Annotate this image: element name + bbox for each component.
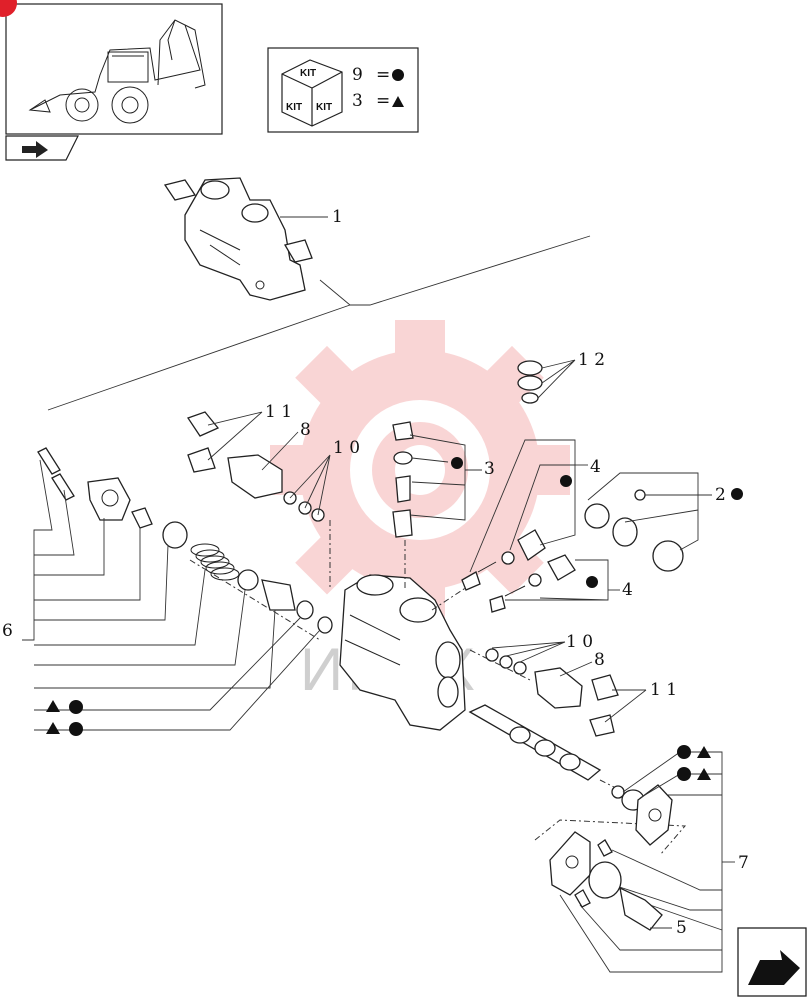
kit-row-1-equals: = (376, 65, 390, 85)
check-valve-parts-4-middle (489, 554, 576, 613)
section-pointer (47, 235, 591, 411)
leader-12 (537, 359, 576, 399)
circle-symbol-icon (392, 69, 404, 81)
leader-11-mid (604, 689, 647, 723)
callout-6: 6 (2, 621, 13, 641)
next-page-arrow-icon[interactable] (737, 927, 807, 997)
leader-7-bracket (559, 751, 735, 973)
callout-5: 5 (676, 918, 687, 938)
callout-10-mid: 1 0 (566, 632, 593, 652)
notification-badge (0, 0, 17, 17)
leader-4-upper (469, 439, 576, 573)
leader-3 (409, 434, 466, 521)
callout-3: 3 (484, 459, 495, 479)
callout-4-mid: 4 (622, 580, 633, 600)
kit-marker-4-upper (560, 475, 572, 487)
o-rings-12 (517, 360, 543, 404)
kit-row-2-equals: = (376, 91, 390, 111)
leader-6-bracket (22, 459, 321, 731)
triangle-symbol-icon (392, 96, 404, 107)
callout-12: 1 2 (578, 350, 605, 370)
kit-marker-7a (677, 745, 711, 759)
o-rings-2 (584, 489, 684, 572)
leader-2 (587, 472, 712, 551)
kit-word-top: KIT (300, 68, 316, 79)
valve-assembly-drawing (163, 177, 313, 301)
callout-11-mid: 1 1 (650, 680, 677, 700)
kit-word-right: KIT (316, 102, 332, 113)
kit-row-2-number: 3 (352, 91, 363, 111)
leader-10-mid (491, 641, 566, 663)
leader-8-mid (559, 661, 593, 677)
callout-10-top: 1 0 (333, 438, 360, 458)
spool-drawing (468, 704, 602, 781)
callout-11-top: 1 1 (265, 402, 292, 422)
leader-8-top (261, 431, 299, 471)
check-valve-parts-4-upper (461, 529, 546, 591)
kit-marker-7b (677, 767, 711, 781)
callout-4-top: 4 (590, 457, 601, 477)
machine-thumbnail[interactable] (5, 3, 223, 135)
leader-10-top (289, 454, 331, 516)
kit-marker-6b (46, 722, 83, 736)
left-parts (37, 447, 333, 634)
end-plate-drawing (549, 831, 663, 931)
callout-1: 1 (332, 207, 343, 227)
kit-box-icon: KIT KIT KIT (281, 59, 343, 127)
kit-marker-4-middle (586, 576, 598, 588)
previous-page-arrow-icon[interactable] (5, 135, 79, 161)
lower-fitting-parts (485, 648, 619, 737)
valve-body-drawing (339, 574, 466, 731)
kit-marker-6a (46, 700, 83, 714)
piston-parts-3 (392, 421, 414, 538)
callout-8-top: 8 (300, 420, 311, 440)
leader-4-middle (505, 559, 609, 601)
end-cap-parts-7 (611, 784, 673, 846)
kit-marker-3 (451, 457, 463, 469)
kit-marker-2 (731, 488, 743, 500)
kit-row-1-number: 9 (352, 65, 363, 85)
callout-7: 7 (738, 853, 749, 873)
leader-11-top (207, 411, 263, 461)
kit-legend: KIT KIT KIT 9 = 3 = (267, 47, 419, 133)
kit-word-left: KIT (286, 102, 302, 113)
callout-2: 2 (715, 485, 726, 505)
callout-8-mid: 8 (594, 650, 605, 670)
